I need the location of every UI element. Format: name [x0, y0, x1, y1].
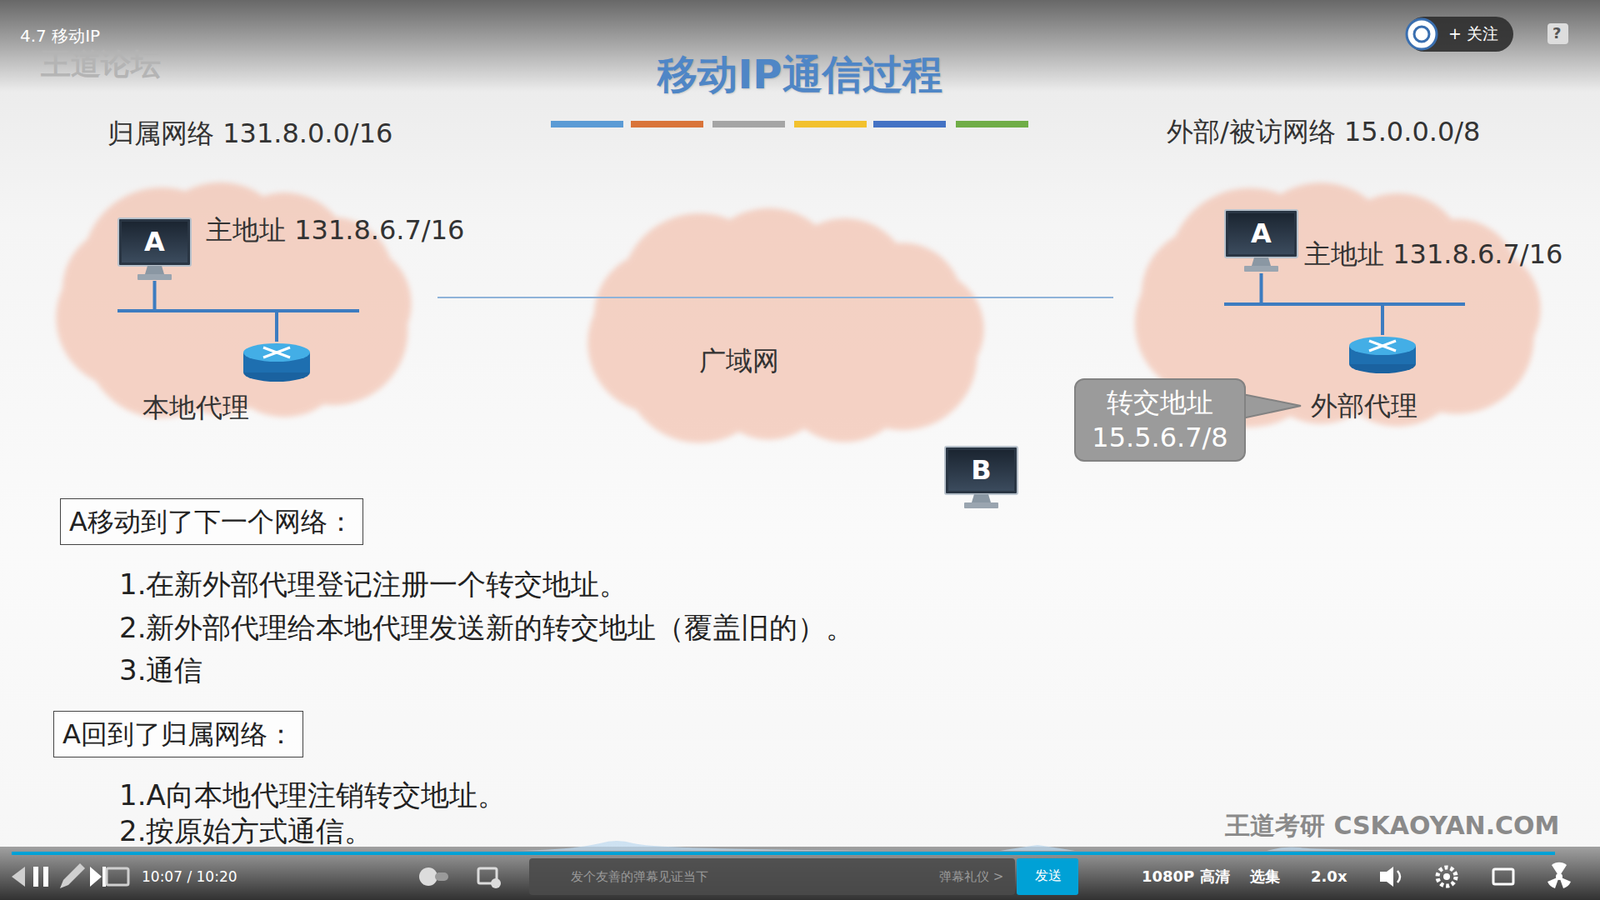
section-heading: A移动到了下一个网络： [69, 504, 355, 540]
host-name: B [944, 445, 1019, 495]
router-icon [241, 341, 312, 384]
step-text: 1.在新外部代理登记注册一个转交地址。 [119, 566, 628, 603]
label-holder: 弹幕礼仪 > [939, 869, 1004, 885]
agent-label: 本地代理 [142, 390, 250, 425]
step-text: 1.A向本地代理注销转交地址。 [119, 777, 506, 814]
step-text: 3.通信 [119, 652, 203, 689]
label-holder: 发送 [1035, 867, 1062, 885]
title-holder: 移动IP通信过程 [0, 50, 1600, 99]
computer-node: A [117, 217, 192, 281]
computer-node: A [1224, 209, 1299, 274]
host-name: A [1224, 209, 1299, 258]
quality-label: 1080P 高清 [1141, 866, 1230, 886]
video-title: 4.7 移动IP [20, 25, 100, 47]
text-holder: 归属网络 131.8.0.0/16 [107, 116, 393, 150]
help-icon [1547, 23, 1569, 45]
text-holder: 外部代理 [1310, 389, 1418, 423]
heading-box: A回到了归属网络： [53, 710, 304, 758]
label-holder: 1.A向本地代理注销转交地址。 [119, 777, 506, 814]
watermark: 王道论坛 [40, 45, 161, 83]
label-holder: + 关注 [1448, 23, 1499, 44]
callout-box: 转交地址 15.5.6.7/8 [1074, 378, 1246, 462]
care-of-address: 转交地址 15.5.6.7/8 [1078, 385, 1242, 455]
time-display: 10:07 / 10:20 [141, 868, 238, 886]
label-holder: 4.7 移动IP [20, 25, 100, 47]
network-cloud: 归属网络 131.8.0.0/16A 本地代理 [35, 116, 438, 442]
home-bus [117, 309, 360, 313]
episodes-label: 选集 [1250, 866, 1280, 886]
agent-label: 外部代理 [1310, 389, 1418, 423]
home-address: 主地址 131.8.6.7/16 [1304, 237, 1563, 271]
cloud-label: 广域网 [689, 344, 790, 378]
player-controls [11, 858, 1571, 895]
cloud-shape [566, 194, 1010, 465]
label-holder: 2.按原始方式通信。 [119, 813, 373, 850]
label-holder: 1080P 高清 [1141, 866, 1230, 886]
wan-link [437, 296, 1114, 299]
heading-box: A移动到了下一个网络： [60, 498, 364, 545]
text-holder: 本地代理 [142, 390, 250, 425]
danmaku-placeholder: 发个友善的弹幕见证当下 [570, 869, 709, 885]
label-holder: 主地址 131.8.6.7/16 [205, 213, 465, 247]
step-text: 2.新外部代理给本地代理发送新的转交地址（覆盖旧的）。 [119, 610, 855, 646]
title-color-bars [550, 120, 1029, 128]
network-cloud: 广域网 [566, 194, 1010, 465]
router-icon [1347, 335, 1418, 375]
label-holder: 王道论坛 [40, 45, 161, 83]
speed-label: 2.0x [1310, 866, 1348, 886]
label-holder: 发个友善的弹幕见证当下 [570, 869, 709, 885]
step-text: 2.按原始方式通信。 [119, 813, 373, 850]
label-holder: 2.新外部代理给本地代理发送新的转交地址（覆盖旧的）。 [119, 610, 855, 646]
help-label: ? [1552, 23, 1561, 43]
slide-title: 移动IP通信过程 [0, 50, 1600, 99]
follow-label: + 关注 [1448, 23, 1499, 44]
network-heading: 外部/被访网络 15.0.0.0/8 [1166, 115, 1480, 149]
router-node: 本地代理 [241, 341, 312, 384]
watermark: 王道考研 CSKAOYAN.COM [1225, 810, 1560, 842]
follow-button [1406, 16, 1514, 52]
label-holder: 王道考研 CSKAOYAN.COM [1225, 810, 1560, 842]
label-holder: ? [1552, 23, 1561, 43]
home-address: 主地址 131.8.6.7/16 [205, 213, 465, 247]
label-holder: 2.0x [1310, 866, 1348, 886]
label-holder: 3.通信 [119, 652, 203, 689]
send-button-label: 发送 [1035, 867, 1062, 885]
label-holder: 选集 [1250, 866, 1280, 886]
danmaku-etiquette: 弹幕礼仪 > [939, 869, 1004, 885]
computer-node: B [944, 445, 1019, 510]
host-name: A [117, 217, 192, 266]
text-holder: 广域网 [689, 344, 790, 378]
network-heading: 归属网络 131.8.0.0/16 [107, 116, 393, 150]
foreign-bus [1224, 302, 1465, 306]
label-holder: 1.在新外部代理登记注册一个转交地址。 [119, 566, 628, 603]
label-holder: 主地址 131.8.6.7/16 [1304, 237, 1563, 271]
label-holder: 10:07 / 10:20 [141, 868, 238, 886]
progress-bar [11, 851, 1555, 855]
router-node: 外部代理 [1347, 335, 1418, 375]
section-heading: A回到了归属网络： [62, 716, 295, 752]
text-holder: 外部/被访网络 15.0.0.0/8 [1166, 115, 1480, 149]
